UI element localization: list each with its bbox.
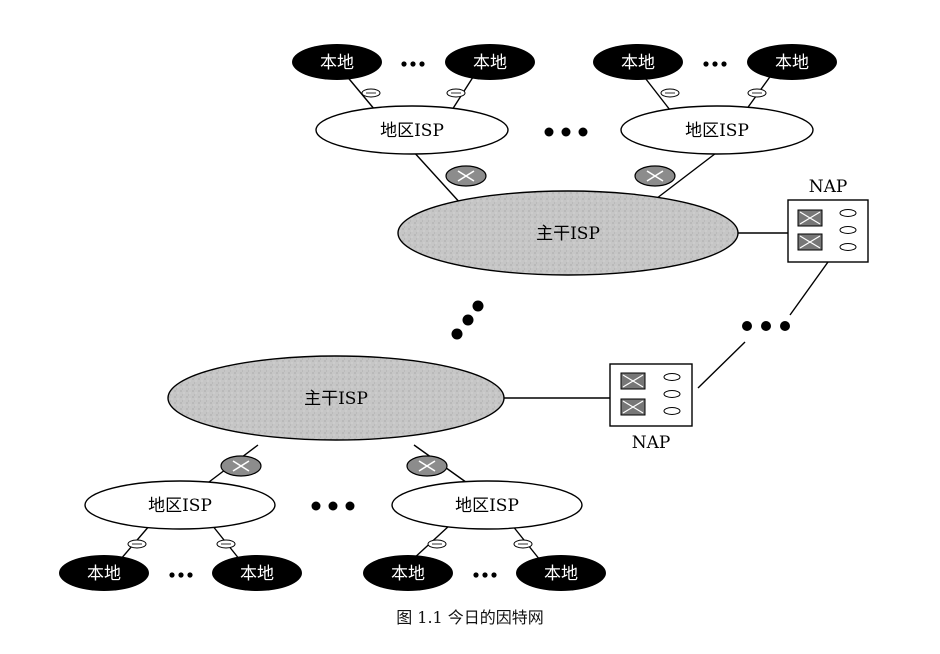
router-icon	[663, 373, 681, 415]
local-isp: 本地	[59, 555, 149, 591]
local-isp-label: 本地	[391, 564, 425, 584]
link-nap-chain	[697, 341, 746, 389]
backbone-isp-label: 主干ISP	[536, 224, 600, 244]
router-icon	[127, 539, 147, 549]
local-isp: 本地	[212, 555, 302, 591]
link-nap-chain	[789, 261, 829, 316]
router-icon	[747, 88, 767, 98]
small-routers	[127, 88, 767, 549]
link-regional-backbone	[647, 149, 721, 206]
nap-label: NAP	[809, 177, 848, 197]
router-icon	[446, 88, 466, 98]
nap-bottom: NAP	[609, 363, 693, 453]
local-isp-label: 本地	[544, 564, 578, 584]
switch-icon	[620, 372, 646, 390]
local-isp: 本地	[292, 44, 382, 80]
regional-isp-label: 地区ISP	[380, 121, 444, 141]
nap-label: NAP	[632, 433, 671, 453]
router-icon	[427, 539, 447, 549]
backbone-isp-label: 主干ISP	[304, 389, 368, 409]
switch-icon	[797, 233, 823, 251]
router-icon	[361, 88, 381, 98]
router-icon	[660, 88, 680, 98]
local-isp-label: 本地	[87, 564, 121, 584]
backbone-isp-bottom: 主干ISP	[167, 355, 505, 441]
local-isp-label: 本地	[621, 53, 655, 73]
big-router-icon	[634, 165, 676, 187]
link-regional-backbone	[411, 149, 463, 206]
big-router-icon	[445, 165, 487, 187]
ellipsis-small	[169, 61, 727, 578]
figure-caption: 图 1.1 今日的因特网	[396, 608, 544, 627]
switch-icon	[620, 398, 646, 416]
ellipsis-large	[311, 127, 790, 511]
link-local-regional	[344, 73, 376, 111]
local-isp: 本地	[593, 44, 683, 80]
backbone-isp-top: 主干ISP	[397, 190, 739, 276]
local-isp-label: 本地	[775, 53, 809, 73]
router-icon	[513, 539, 533, 549]
local-isp: 本地	[363, 555, 453, 591]
local-isp: 本地	[445, 44, 535, 80]
local-isp: 本地	[516, 555, 606, 591]
big-router-icon	[220, 455, 262, 477]
regional-isp: 地区ISP	[84, 480, 276, 530]
big-router-icon	[406, 455, 448, 477]
regional-isp-label: 地区ISP	[148, 496, 212, 516]
regional-isp: 地区ISP	[620, 105, 814, 155]
local-isp-label: 本地	[320, 53, 354, 73]
regional-isp: 地区ISP	[391, 480, 583, 530]
regional-isp: 地区ISP	[315, 105, 509, 155]
link-local-regional	[641, 73, 671, 111]
router-icon	[216, 539, 236, 549]
regional-isp-label: 地区ISP	[685, 121, 749, 141]
local-isp-label: 本地	[473, 53, 507, 73]
nap-top: NAP	[787, 177, 869, 263]
router-icon	[839, 209, 857, 251]
regional-isp-label: 地区ISP	[455, 496, 519, 516]
local-isp-label: 本地	[240, 564, 274, 584]
switch-icon	[797, 209, 823, 227]
local-isp: 本地	[747, 44, 837, 80]
